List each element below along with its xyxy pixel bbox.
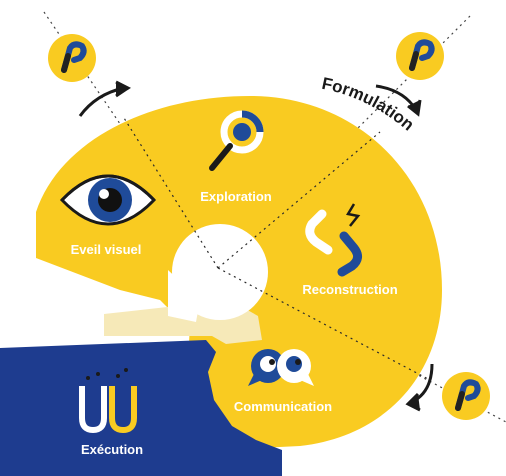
p-logo-icon	[442, 372, 490, 420]
broken-link-icon	[305, 203, 362, 277]
segment-dividers	[123, 117, 431, 381]
stage-label-reconstruction: Reconstruction	[302, 282, 397, 297]
arrow-icon-1	[78, 80, 131, 117]
wheel-hub	[172, 224, 268, 320]
speech-bubbles-icon	[248, 349, 314, 386]
execution-segment	[0, 340, 282, 476]
stage-label-communication: Communication	[234, 399, 332, 414]
magnifier-icon	[209, 110, 264, 171]
uu-icon	[79, 368, 137, 434]
hub-notch	[168, 270, 200, 322]
stage-label-exploration: Exploration	[200, 189, 272, 204]
eye-icon	[59, 174, 157, 226]
p-logo-icon	[48, 34, 96, 82]
p-logo-icon	[396, 32, 444, 80]
arrow-icon-2	[375, 84, 422, 117]
arrow-icon-3	[405, 363, 434, 412]
stage-label-eveil: Eveil visuel	[71, 242, 142, 257]
stage-label-execution: Exécution	[81, 442, 143, 457]
